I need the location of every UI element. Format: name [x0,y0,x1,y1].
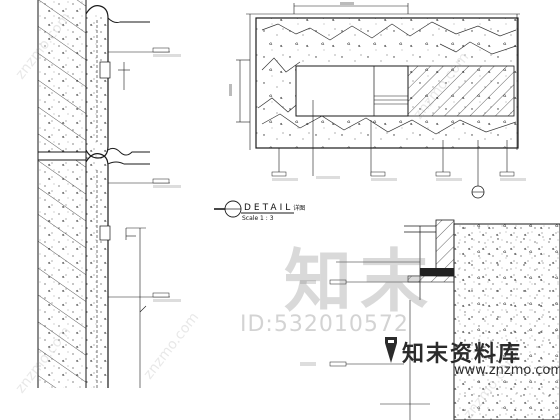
stone-detail-plan [229,2,526,199]
annotation-tag-1 [108,47,181,57]
brand-url: www.znzmo.com [454,363,560,378]
detail-title-text: DETAIL [244,203,294,213]
watermark-id: ID:532010572 [240,312,409,337]
diagonal-watermark-text: znzmo.com [141,310,203,383]
inset-panel [295,65,409,117]
left-wall-section [37,0,181,388]
watermark-logo-text: 知末 [284,243,437,322]
detail-title: DETAIL详图 [244,203,305,213]
detail-scale: Scale 1 : 3 [242,215,274,222]
annotation-tag-3 [108,292,181,302]
brand-name: 知末资料库 [402,342,523,367]
annotation-tag-2 [108,178,181,188]
detail-callout-marker [214,200,294,218]
brand-logo-icon [385,337,397,363]
junction-detail [300,219,560,420]
detail-title-suffix: 详图 [293,205,306,212]
